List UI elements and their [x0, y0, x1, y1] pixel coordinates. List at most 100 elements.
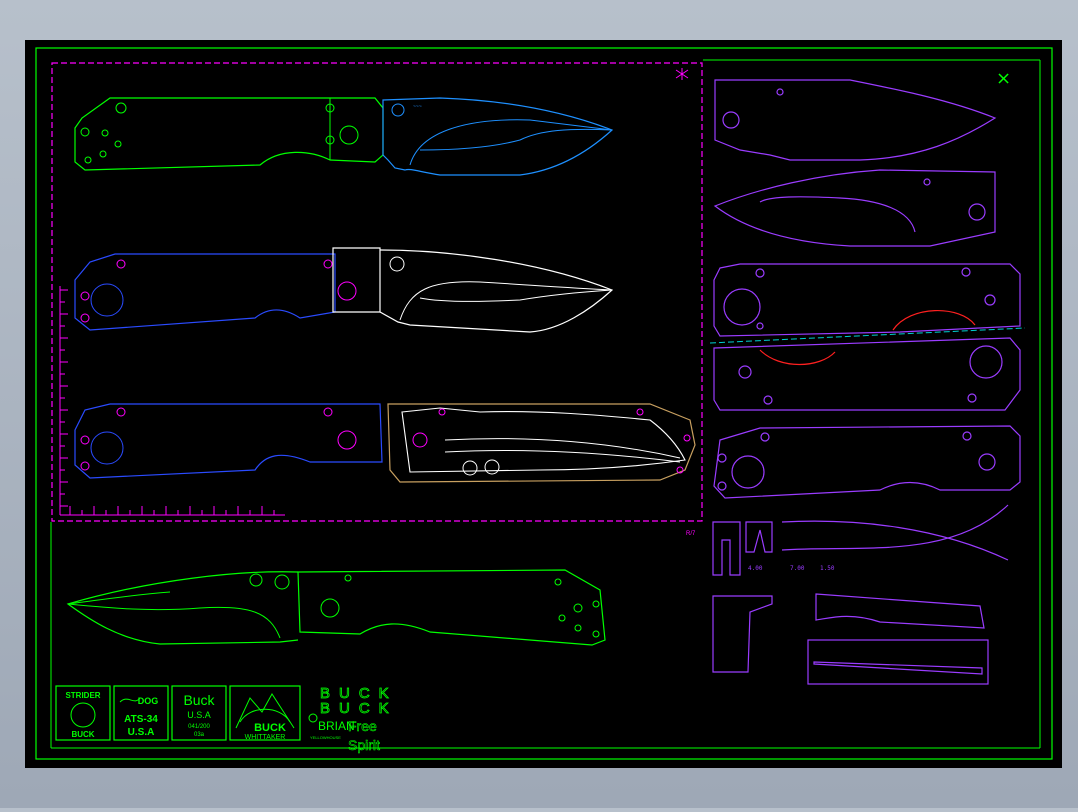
part-blade-right-1[interactable] [714, 79, 997, 161]
ats-line1-text: ATS-34 [124, 714, 158, 725]
selection-dashed-frame[interactable] [51, 62, 703, 522]
pivot-icon [337, 281, 357, 301]
spirit-text: Spirit [348, 737, 380, 753]
knife-2-grind [399, 281, 613, 321]
screw-icon [84, 156, 92, 164]
center-line [709, 327, 1026, 344]
pivot-icon [412, 432, 428, 448]
dragon-icon [119, 697, 141, 703]
pivot-icon [320, 598, 340, 618]
knife-2-blade [379, 249, 614, 333]
whittaker-brand-text: BUCK [254, 722, 286, 734]
red-arc-1 [892, 309, 976, 331]
screw-icon [80, 127, 90, 137]
screw-icon [116, 259, 126, 269]
dim-text-2: 7.00 [790, 565, 805, 572]
screw-icon [683, 434, 691, 442]
knife-1-handle [74, 97, 384, 171]
screw-icon [573, 603, 583, 613]
strider-top-text: STRIDER [65, 691, 100, 700]
part-backspacer[interactable] [815, 593, 985, 629]
knife-4-handle [297, 569, 606, 646]
strider-bottom-text: BUCK [71, 730, 94, 739]
knife-2-thumb-stud [389, 256, 405, 272]
sheet-border [35, 47, 1053, 760]
thumb-stud-icon [462, 460, 478, 476]
screw-icon [558, 614, 566, 622]
part-spacer-profile[interactable] [712, 595, 773, 673]
part-blade-right-2[interactable] [713, 169, 996, 247]
buck-outline-text-1: BUCK [320, 685, 398, 702]
corner-marker-icon [675, 68, 689, 80]
dim-text-3: 1.50 [820, 565, 835, 572]
strider-emblem-icon [70, 702, 96, 728]
signature-mark-icon: ⨯ [996, 68, 1011, 88]
buck-outline-text-2: BUCK [320, 700, 398, 717]
knife-4-thumb-stud [274, 574, 290, 590]
knife-1[interactable]: ~~~ [74, 97, 614, 176]
screw-icon [574, 624, 582, 632]
screw-icon [636, 408, 644, 416]
part-curve-profile[interactable] [781, 504, 1009, 561]
arc-icon [239, 708, 291, 723]
free-text: Free [348, 718, 377, 734]
brian-text: BRIAN [318, 719, 355, 733]
small-note: R/7 [686, 531, 696, 537]
knife-3-closed-blade [401, 407, 686, 473]
handle-hole-icon [90, 283, 124, 317]
screw-icon [101, 129, 109, 137]
part-handle-right-3[interactable] [713, 425, 1021, 499]
logo-strider[interactable]: STRIDER BUCK [55, 685, 111, 741]
yellowhouse-text: YELLOWHOUSE [310, 735, 341, 740]
knife-4-blade [66, 571, 299, 645]
pivot-icon [337, 430, 357, 450]
screw-icon [344, 574, 352, 582]
figure-icon [308, 713, 318, 723]
handle-hole-icon [90, 431, 124, 465]
ruler [59, 286, 285, 516]
pivot-icon [339, 125, 359, 145]
part-handle-right-1[interactable] [713, 263, 1021, 337]
buck-usa-brand-text: Buck [183, 692, 215, 708]
screw-icon [438, 408, 446, 416]
knife-2-handle [74, 253, 336, 331]
screw-icon [80, 313, 90, 323]
red-arc-2 [759, 349, 836, 366]
part-clip-section[interactable] [712, 521, 773, 576]
screw-icon [115, 102, 127, 114]
knife-1-blade [382, 97, 614, 176]
knife-1-grind [409, 119, 613, 166]
screw-icon [325, 103, 335, 113]
screw-icon [554, 578, 562, 586]
part-clip-plate[interactable] [807, 639, 989, 685]
knife-3[interactable] [74, 403, 696, 483]
knife-2[interactable] [74, 247, 614, 333]
blade-stamp-icon: ~~~ [413, 104, 422, 110]
part-handle-right-2[interactable] [713, 337, 1021, 411]
logo-whittaker[interactable]: BUCK WHITTAKER [229, 685, 301, 741]
screw-icon [323, 259, 333, 269]
logo-buck-usa[interactable]: Buck U.S.A 041/200 03a [171, 685, 227, 741]
knife-3-handle [74, 403, 383, 479]
knife-1-thumb-stud [391, 103, 405, 117]
screw-icon [676, 466, 684, 474]
logo-mark-icon [484, 459, 500, 475]
ats-brand-text: DOG [138, 696, 159, 706]
logo-ats[interactable]: DOG ATS-34 U.S.A [113, 685, 169, 741]
screw-icon [80, 291, 90, 301]
screw-icon [323, 407, 333, 417]
knife-3-closed-outline [387, 403, 696, 483]
dimension-notes: 4.00 7.00 1.50 [748, 565, 835, 572]
ats-line2-text: U.S.A [128, 727, 155, 738]
dim-text-1: 4.00 [748, 565, 763, 572]
screw-icon [99, 150, 107, 158]
screw-icon [114, 140, 122, 148]
screw-icon [325, 135, 335, 145]
knife-4[interactable] [66, 569, 606, 646]
buck-usa-line1-text: U.S.A [187, 710, 211, 720]
mountain-icon [235, 693, 295, 729]
screw-icon [80, 461, 90, 471]
knife-3-edge [444, 438, 681, 463]
